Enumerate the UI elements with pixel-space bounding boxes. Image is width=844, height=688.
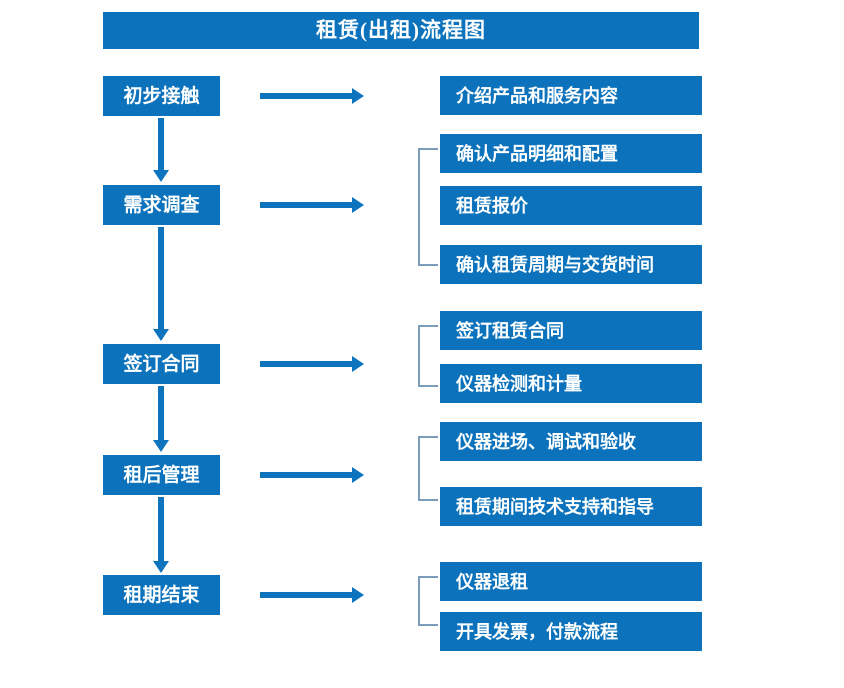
stage-box-1[interactable]: 初步接触 <box>103 76 220 116</box>
detail-box-6[interactable]: 仪器检测和计量 <box>440 364 702 403</box>
detail-box-7[interactable]: 仪器进场、调试和验收 <box>440 422 702 461</box>
group-bracket-icon-1 <box>417 148 439 266</box>
detail-box-1[interactable]: 介绍产品和服务内容 <box>440 76 702 115</box>
page-title: 租赁(出租)流程图 <box>103 12 699 49</box>
arrow-right-icon-3 <box>260 355 364 373</box>
stage-box-3[interactable]: 签订合同 <box>103 344 220 384</box>
stage-box-5[interactable]: 租期结束 <box>103 575 220 615</box>
detail-box-3[interactable]: 租赁报价 <box>440 186 702 225</box>
arrow-down-icon-4 <box>152 497 170 573</box>
detail-box-8[interactable]: 租赁期间技术支持和指导 <box>440 487 702 526</box>
detail-box-10[interactable]: 开具发票，付款流程 <box>440 612 702 651</box>
arrow-right-icon-1 <box>260 87 364 105</box>
group-bracket-icon-4 <box>417 576 439 626</box>
arrow-right-icon-5 <box>260 586 364 604</box>
detail-box-4[interactable]: 确认租赁周期与交货时间 <box>440 245 702 284</box>
stage-box-2[interactable]: 需求调查 <box>103 185 220 225</box>
arrow-down-icon-3 <box>152 386 170 452</box>
arrow-down-icon-1 <box>152 118 170 182</box>
group-bracket-icon-3 <box>417 436 439 501</box>
detail-box-5[interactable]: 签订租赁合同 <box>440 311 702 350</box>
arrow-down-icon-2 <box>152 227 170 341</box>
arrow-right-icon-2 <box>260 196 364 214</box>
detail-box-9[interactable]: 仪器退租 <box>440 562 702 601</box>
stage-box-4[interactable]: 租后管理 <box>103 455 220 495</box>
detail-box-2[interactable]: 确认产品明细和配置 <box>440 134 702 173</box>
group-bracket-icon-2 <box>417 325 439 387</box>
arrow-right-icon-4 <box>260 466 364 484</box>
